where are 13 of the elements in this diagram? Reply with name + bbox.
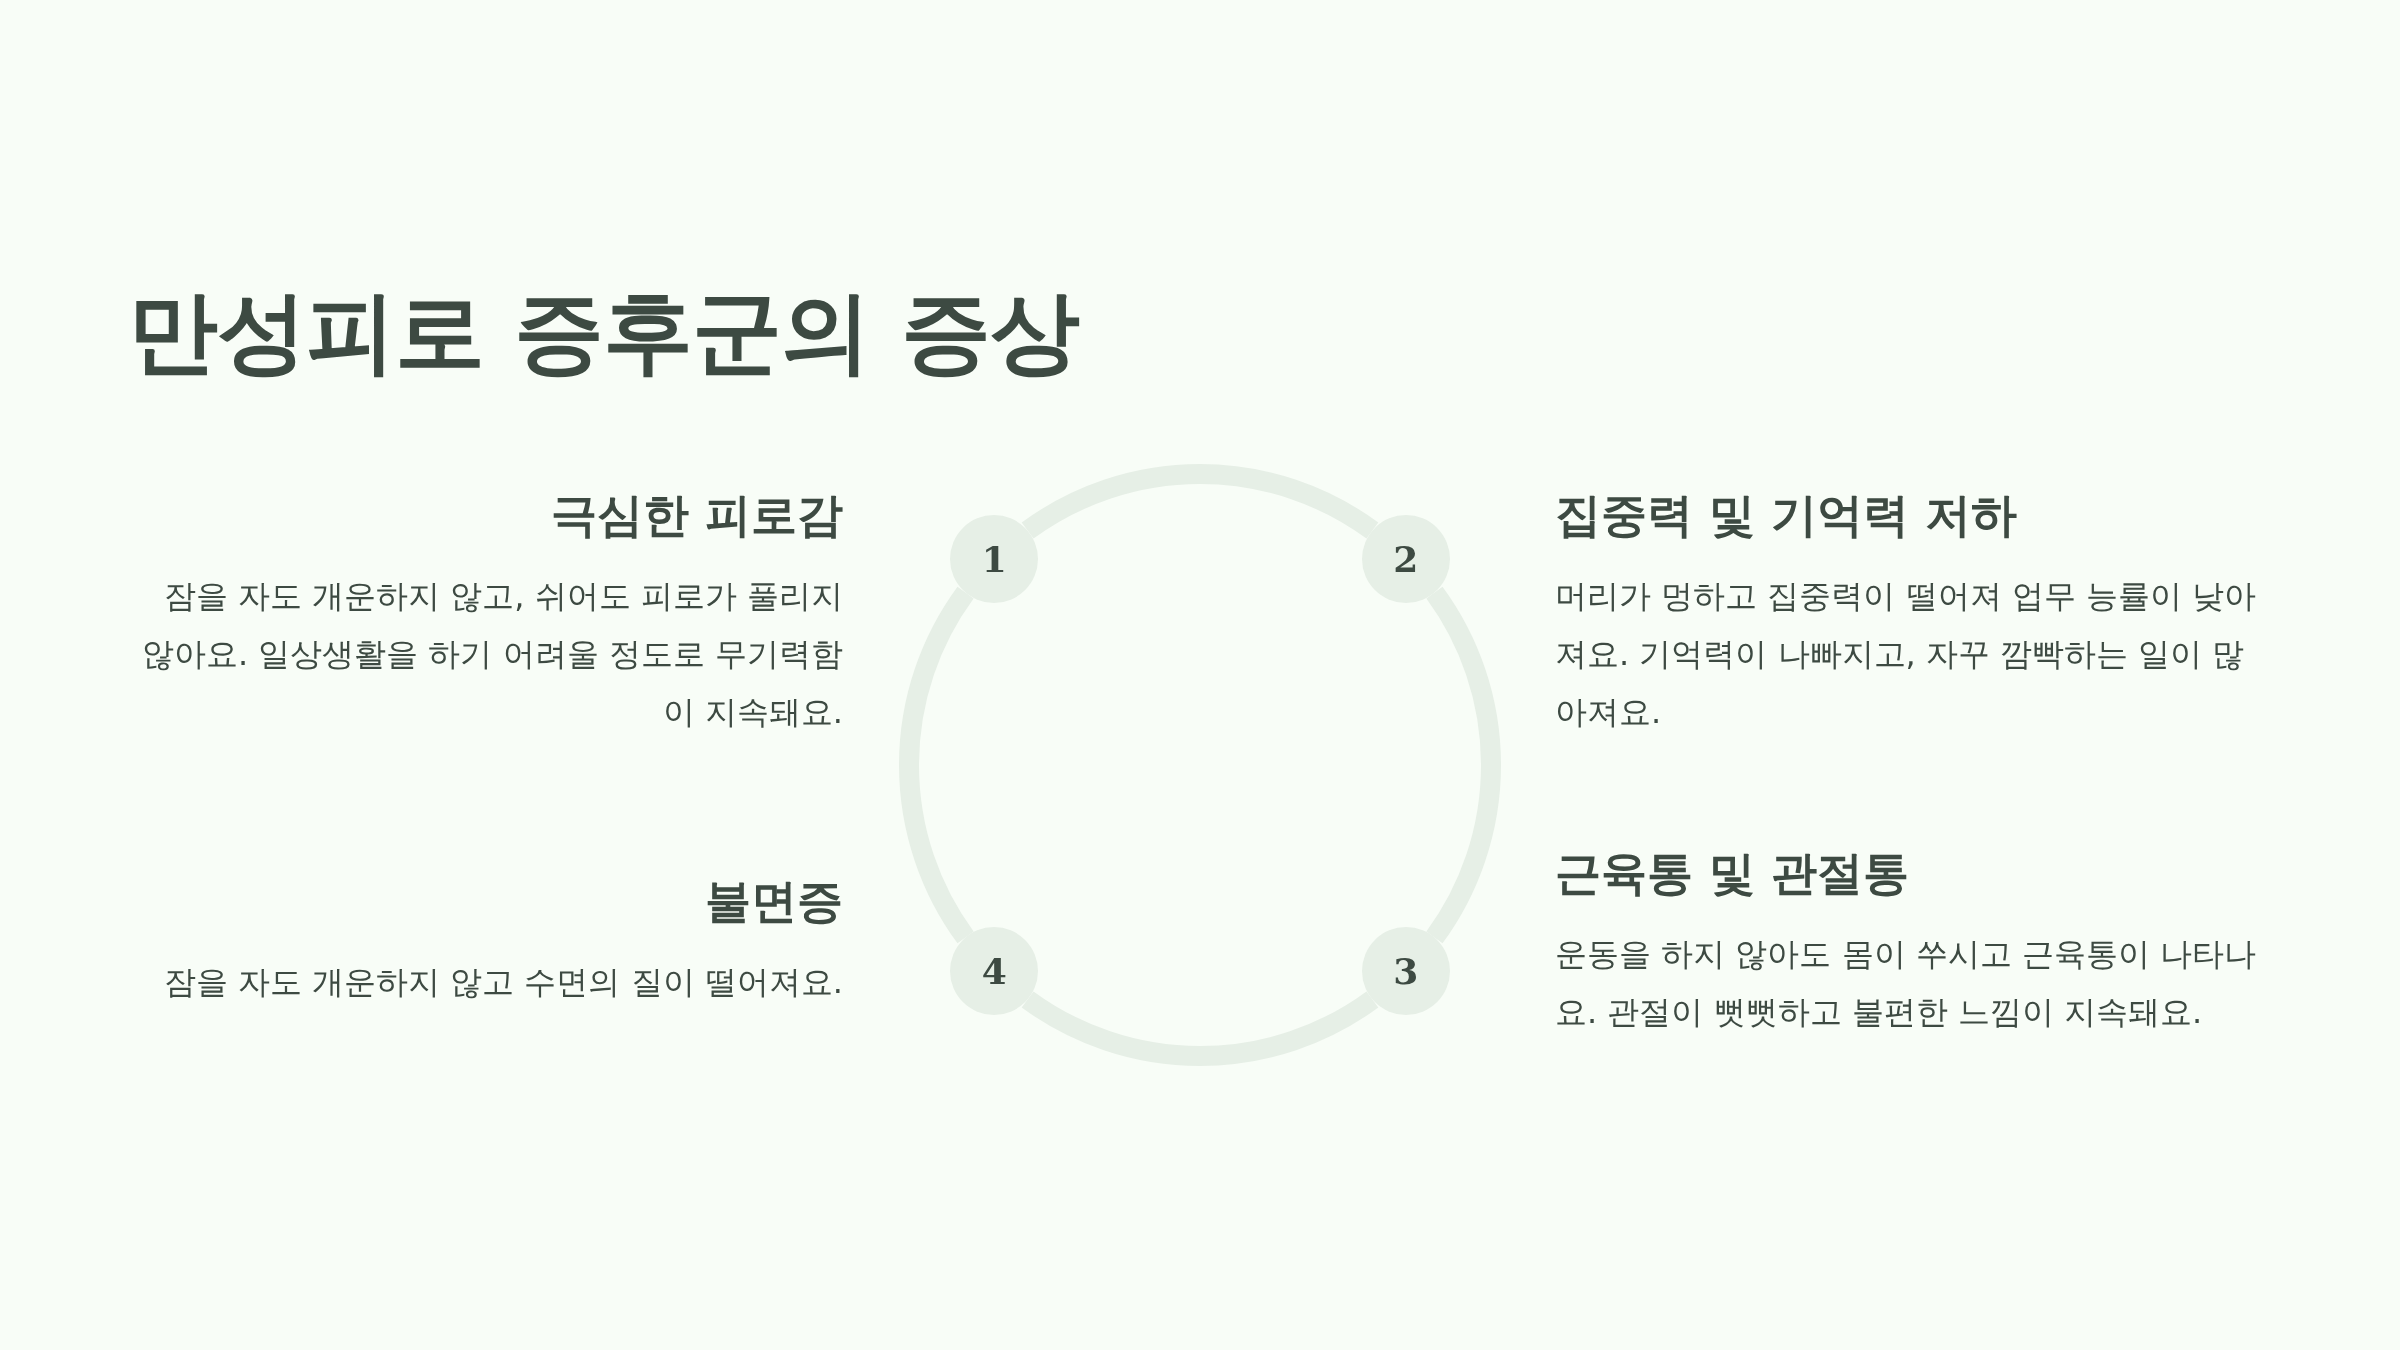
symptom-heading: 집중력 및 기억력 저하 xyxy=(1555,488,2019,544)
symptom-description: 잠을 자도 개운하지 않고, 쉬어도 피로가 풀리지 않아요. 일상생활을 하기 어려울 정도로 무기력함이 지속돼요. xyxy=(140,576,843,734)
symptom-description: 운동을 하지 않아도 몸이 쑤시고 근육통이 나타나요. 관절이 뻣뻣하고 불편한 느낌이 지속돼요. xyxy=(1555,934,2258,1034)
symptom-heading: 불면증 xyxy=(704,874,843,930)
step-number: 4 xyxy=(981,949,1007,992)
title: 만성피로 증후군의 증상 xyxy=(128,278,1079,386)
symptom-heading: 극심한 피로감 xyxy=(550,488,843,544)
step-number: 3 xyxy=(1393,949,1419,992)
step-number: 2 xyxy=(1393,538,1419,581)
symptom-heading: 근육통 및 관절통 xyxy=(1555,846,1911,902)
symptom-description: 잠을 자도 개운하지 않고 수면의 질이 떨어져요. xyxy=(162,962,843,1004)
step-number: 1 xyxy=(981,538,1007,581)
symptom-description: 머리가 멍하고 집중력이 떨어져 업무 능률이 낮아져요. 기억력이 나빠지고, 자꾸 깜빡하는 일이 많아져요. xyxy=(1555,576,2258,734)
